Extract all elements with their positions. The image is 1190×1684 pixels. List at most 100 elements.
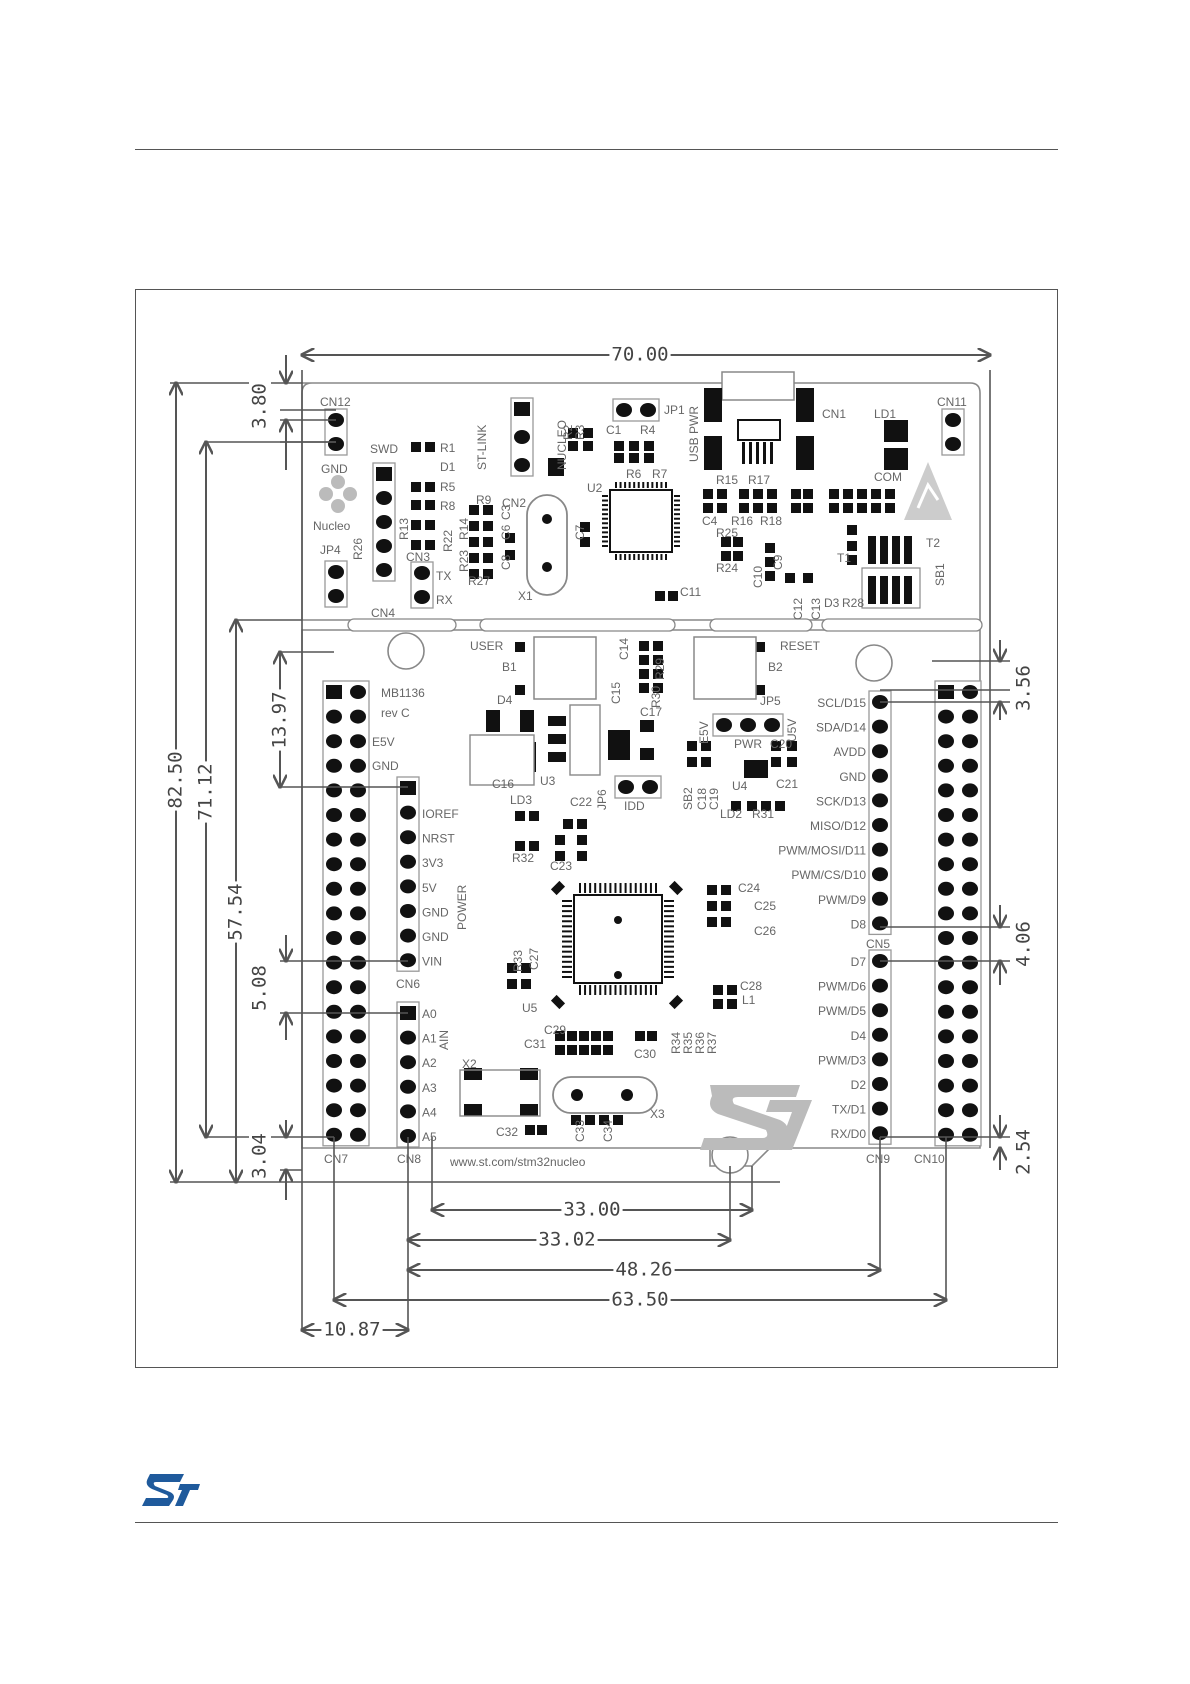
label-t2: T2 xyxy=(926,536,940,550)
label-c31: C31 xyxy=(524,1037,546,1051)
label-c14: C14 xyxy=(617,638,631,660)
cn4-swd-header xyxy=(372,462,396,582)
label-user: USER xyxy=(470,639,504,653)
label-r27: R27 xyxy=(468,574,490,588)
label-c17: C17 xyxy=(640,705,662,719)
label-cn1: CN1 xyxy=(822,407,846,421)
label-c28: C28 xyxy=(740,979,762,993)
cn6-pin-label: 5V xyxy=(422,881,437,895)
label-jp6: JP6 xyxy=(595,789,609,810)
label-t1: T1 xyxy=(837,551,851,565)
label-x1: X1 xyxy=(518,589,533,603)
cn8-pin-label: A0 xyxy=(422,1007,437,1021)
cn9-arduino-header xyxy=(868,949,892,1145)
break-slots xyxy=(347,618,983,632)
label-gnd: GND xyxy=(321,462,348,476)
label-r7: R7 xyxy=(652,467,668,481)
dim-3-04: 3.04 xyxy=(249,1133,271,1179)
user-button xyxy=(533,636,597,700)
label-c7: C7 xyxy=(573,524,587,540)
label-l1: L1 xyxy=(742,993,756,1007)
label-ld1: LD1 xyxy=(874,407,896,421)
board-rev: rev C xyxy=(381,706,410,720)
label-cn8: CN8 xyxy=(397,1152,421,1166)
jp6-header xyxy=(614,775,662,799)
label-r25: R25 xyxy=(716,526,738,540)
com-text: COM xyxy=(874,470,902,484)
cn5-pin-label: PWM/D9 xyxy=(818,893,866,907)
label-d3: D3 xyxy=(824,596,840,610)
esd-warning-symbol xyxy=(904,462,952,520)
label-ld2: LD2 xyxy=(720,807,742,821)
label-c21: C21 xyxy=(776,777,798,791)
usb-connector xyxy=(704,371,814,470)
label-r2: R2 xyxy=(561,424,575,440)
board-url: www.st.com/stm32nucleo xyxy=(449,1155,586,1169)
jp1-header xyxy=(612,398,660,422)
label-r33: R33 xyxy=(511,950,525,972)
cn9-pin-label: PWM/D5 xyxy=(818,1004,866,1018)
cn6-pin-label: IOREF xyxy=(422,807,459,821)
label-c4: C4 xyxy=(702,514,718,528)
label-idd: IDD xyxy=(624,799,645,813)
board-st-logo xyxy=(700,1085,812,1150)
label-r5: R5 xyxy=(440,480,456,494)
label-reset: RESET xyxy=(780,639,821,653)
label-c33: C33 xyxy=(573,1120,587,1142)
label-rx: RX xyxy=(436,593,453,607)
label-r30: R30 xyxy=(649,686,663,708)
cn5-pin-label: SDA/D14 xyxy=(816,721,866,735)
label-x2: X2 xyxy=(462,1057,477,1071)
label-r34: R34 xyxy=(669,1032,683,1054)
reset-button xyxy=(693,636,757,700)
jp4-header xyxy=(324,560,348,608)
figure-frame xyxy=(135,289,1058,1368)
label-c15: C15 xyxy=(609,682,623,704)
cn5-arduino-header xyxy=(868,690,892,936)
label-e5v_h: E5V xyxy=(697,721,711,744)
dim-13-97: 13.97 xyxy=(269,691,291,748)
usb-pwr-text: USB PWR xyxy=(687,406,701,462)
label-r24: R24 xyxy=(716,561,738,575)
label-c6: C6 xyxy=(499,524,513,540)
label-r31: R31 xyxy=(752,807,774,821)
dim-48-26: 48.26 xyxy=(615,1259,672,1281)
label-c29: C29 xyxy=(544,1023,566,1037)
cn12-header xyxy=(324,408,348,456)
cn8-pin-label: A4 xyxy=(422,1105,437,1119)
label-r1: R1 xyxy=(440,441,456,455)
label-u2: U2 xyxy=(587,481,603,495)
cn8-pin-label: A5 xyxy=(422,1130,437,1144)
stlink-mcu xyxy=(602,482,680,560)
cn5-pin-label: MISO/D12 xyxy=(810,819,866,833)
label-cn9: CN9 xyxy=(866,1152,890,1166)
cn8-arduino-header xyxy=(396,1001,420,1148)
dim-3-56: 3.56 xyxy=(1013,665,1035,711)
cn10-morpho-header xyxy=(934,680,982,1147)
label-gnd_l: GND xyxy=(372,759,399,773)
label-c19: C19 xyxy=(707,788,721,810)
label-u4: U4 xyxy=(732,779,748,793)
label-u3: U3 xyxy=(540,774,556,788)
cn5-pin-label: D8 xyxy=(851,917,867,931)
cn5-pin-label: AVDD xyxy=(834,745,867,759)
label-cn10: CN10 xyxy=(914,1152,945,1166)
label-c10: C10 xyxy=(751,566,765,588)
dim-57-54: 57.54 xyxy=(225,883,247,940)
label-sb1: SB1 xyxy=(933,563,947,586)
label-r22: R22 xyxy=(441,530,455,552)
label-cn11: CN11 xyxy=(937,395,967,409)
label-ld3: LD3 xyxy=(510,793,532,807)
label-cn7: CN7 xyxy=(324,1152,348,1166)
st-link-text: ST-LINK xyxy=(475,425,489,470)
cn5-pin-label: SCK/D13 xyxy=(816,794,866,808)
cn9-pin-label: D7 xyxy=(851,955,867,969)
label-r6: R6 xyxy=(626,467,642,481)
label-jp4: JP4 xyxy=(320,543,341,557)
label-c24: C24 xyxy=(738,881,760,895)
label-swd: SWD xyxy=(370,442,398,456)
dim-2-54: 2.54 xyxy=(1013,1129,1035,1175)
dim-10-87: 10.87 xyxy=(323,1319,380,1341)
label-c13: C13 xyxy=(809,598,823,620)
label-jp1: JP1 xyxy=(664,403,685,417)
